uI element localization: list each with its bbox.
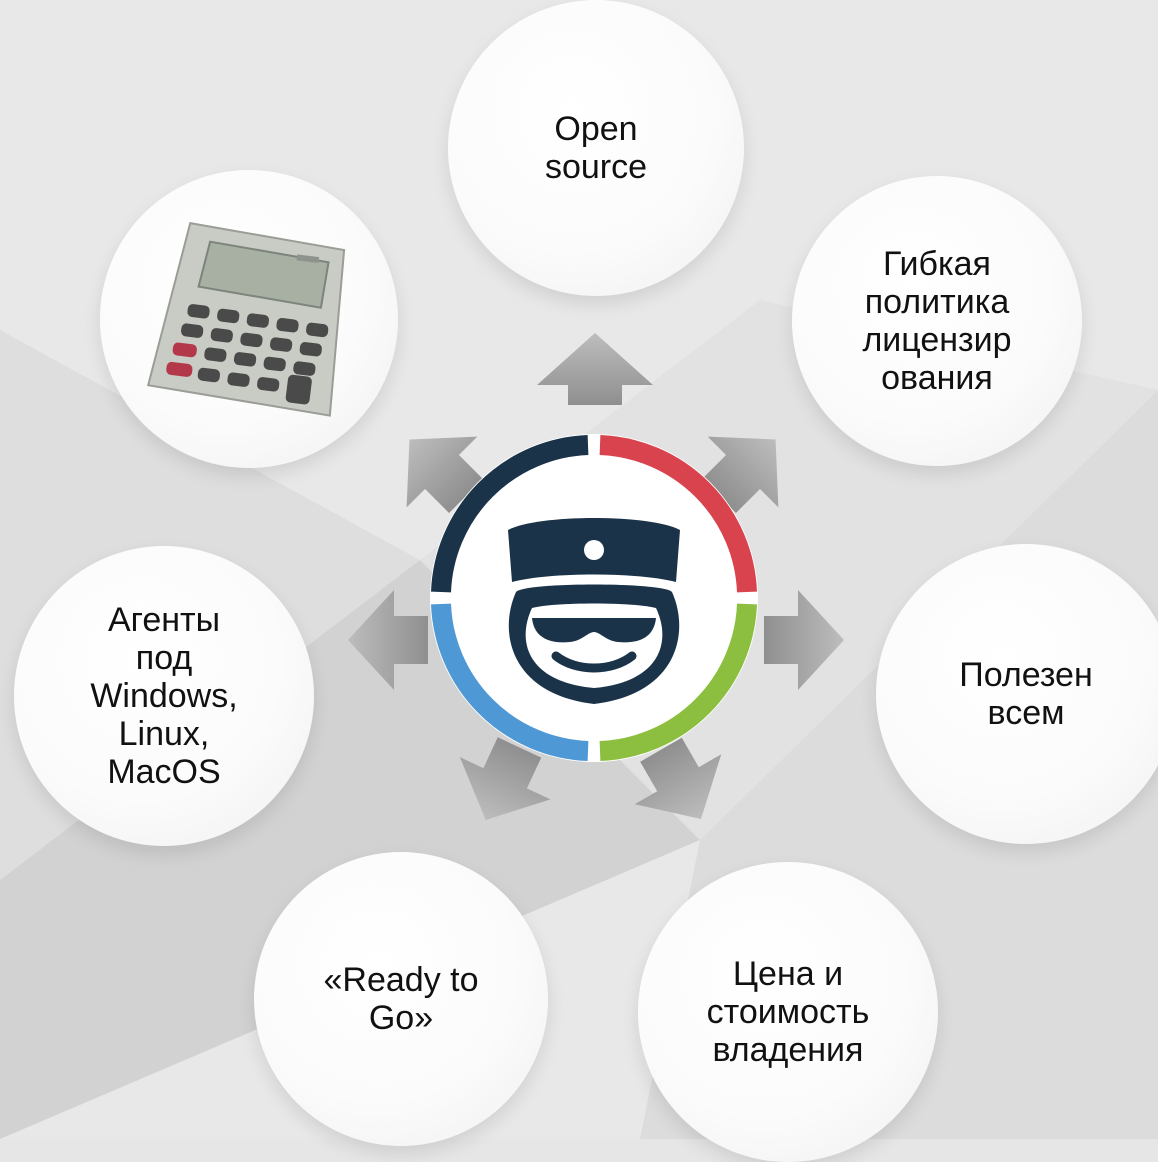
police-officer-logo-icon bbox=[430, 434, 758, 762]
arrow-up bbox=[537, 333, 653, 405]
node-useful-label: Полезен всем bbox=[959, 656, 1093, 732]
arrow-down-right bbox=[634, 737, 722, 820]
node-agents-label: Агенты под Windows, Linux, MacOS bbox=[90, 601, 238, 791]
node-price: Цена и стоимость владения bbox=[638, 862, 938, 1162]
ring-bottom-left bbox=[431, 603, 589, 761]
node-open-source-label: Open source bbox=[544, 110, 648, 186]
node-ready-label: «Ready to Go» bbox=[323, 961, 479, 1037]
arrow-right bbox=[764, 590, 844, 690]
arrow-up-left bbox=[406, 436, 483, 513]
calculator-icon bbox=[146, 221, 346, 417]
node-price-label: Цена и стоимость владения bbox=[706, 955, 870, 1069]
arrow-down-left bbox=[459, 737, 551, 820]
node-ready: «Ready to Go» bbox=[254, 852, 548, 1146]
node-open-source: Open source bbox=[448, 0, 744, 296]
ring-bottom-right bbox=[599, 603, 757, 761]
ring-top-right bbox=[599, 435, 757, 593]
node-agents: Агенты под Windows, Linux, MacOS bbox=[14, 546, 314, 846]
node-licensing-label: Гибкая политика лицензир ования bbox=[862, 245, 1012, 397]
ring-top-left bbox=[431, 435, 589, 593]
node-licensing: Гибкая политика лицензир ования bbox=[792, 176, 1082, 466]
node-calculator bbox=[100, 170, 398, 468]
node-useful: Полезен всем bbox=[876, 544, 1158, 844]
arrow-up-right bbox=[702, 436, 779, 513]
arrow-left bbox=[348, 590, 428, 690]
